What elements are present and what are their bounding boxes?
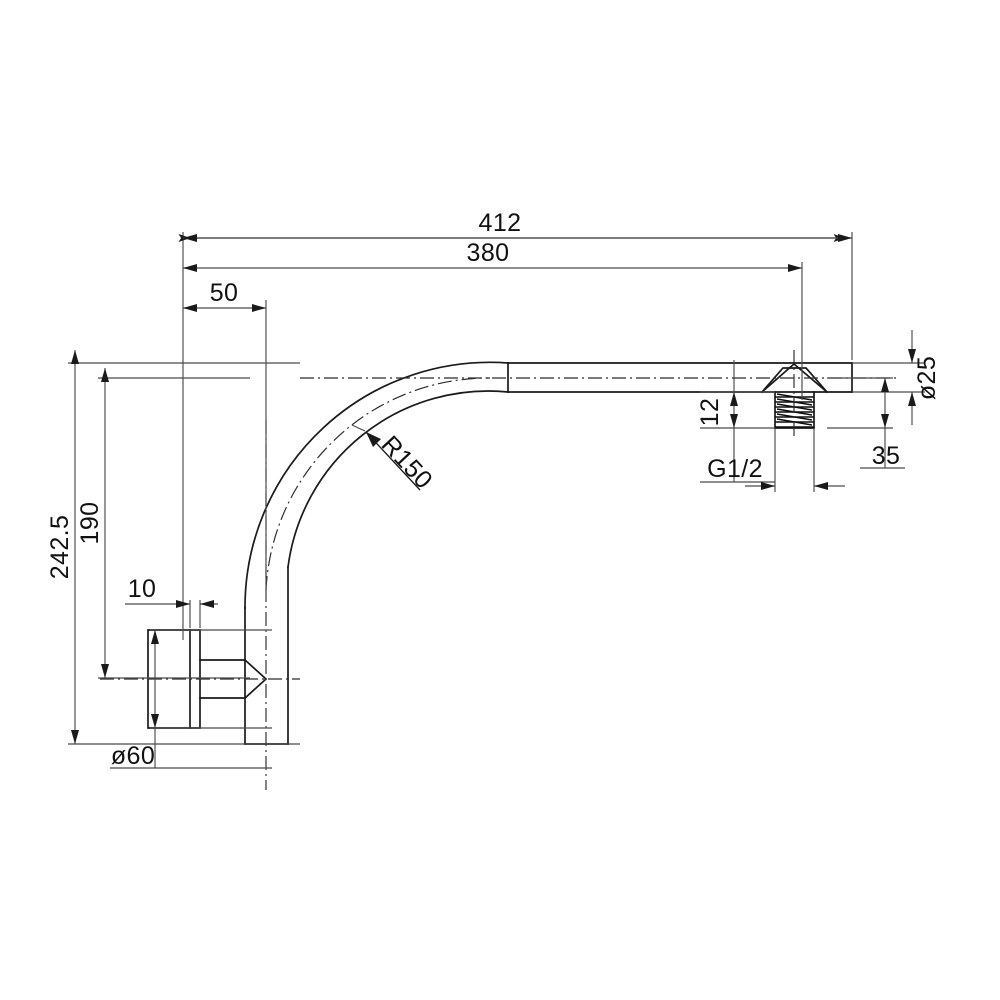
outlet-boss — [760, 362, 829, 429]
dimension-412: 412 — [178, 209, 852, 242]
horizontal-dimensions-group: 412 380 50 — [178, 209, 853, 640]
dimension-label-dia-60: ø60 — [111, 742, 155, 770]
flange-dimensions-group: 10 ø60 — [110, 575, 272, 770]
elbow-bend — [244, 361, 509, 609]
bend-centreline — [265, 377, 491, 591]
dimension-190: 190 — [76, 368, 109, 678]
callout-label-g12: G1/2 — [707, 455, 763, 483]
dimension-label-dia-25: ø25 — [913, 356, 941, 400]
dimension-10: 10 — [125, 575, 218, 628]
dimension-label-380: 380 — [467, 239, 510, 267]
dimension-label-242-5: 242.5 — [46, 515, 74, 580]
dimension-50: 50 — [183, 279, 266, 312]
dimension-label-412: 412 — [479, 209, 522, 237]
dimension-label-190: 190 — [76, 502, 104, 545]
part-outline-group — [147, 361, 853, 745]
callout-radius-150: R150 — [351, 424, 438, 495]
centre-lines-group — [100, 350, 900, 790]
boss-width-indicator — [745, 428, 845, 492]
dimension-label-50: 50 — [210, 279, 239, 307]
callout-thread-g12: G1/2 — [700, 428, 775, 483]
dimension-12: 12 — [696, 360, 775, 429]
dimension-380: 380 — [183, 239, 802, 272]
dimension-242-5: 242.5 — [46, 350, 79, 744]
vertical-dimensions-group: 242.5 190 — [46, 350, 300, 745]
dimension-label-35: 35 — [872, 442, 901, 470]
callout-label-r150: R150 — [376, 431, 438, 495]
dimension-label-12: 12 — [696, 398, 724, 427]
dimension-label-10: 10 — [128, 575, 157, 603]
outlet-dimensions-group: ø25 35 12 — [696, 330, 941, 492]
dimension-dia-60: ø60 — [110, 629, 272, 770]
dimension-35: 35 — [827, 377, 905, 470]
